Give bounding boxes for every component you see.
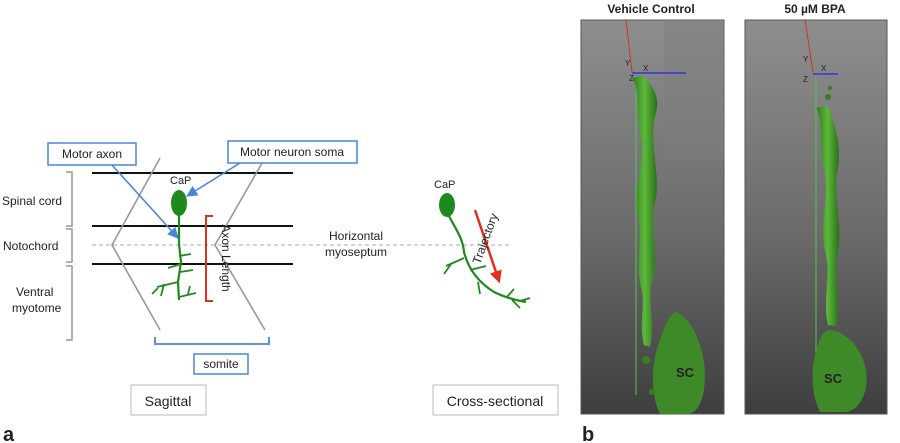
cap-axon-branches (151, 253, 197, 298)
motor-neuron-soma-callout-label: Motor neuron soma (240, 145, 344, 159)
spinal-cord-bracket (66, 171, 73, 227)
bpa-spinal-cord-mass (812, 330, 867, 412)
somite-boundary-left (111, 157, 161, 331)
cap-soma (171, 190, 187, 216)
ventral-myotome-bracket (66, 265, 73, 341)
bpa-image: Y X Z SC (744, 19, 888, 415)
cross-cap-axon-branches (443, 257, 531, 309)
vc-spinal-cord-mass (652, 312, 705, 414)
vc-y-axis-label: Y (625, 59, 631, 68)
notochord-bracket (66, 228, 73, 263)
somite-bracket (154, 337, 270, 345)
motor-neuron-soma-callout-box (227, 140, 358, 164)
motor-axon-callout-box (47, 142, 137, 166)
ventral-label-line1: Ventral (16, 285, 53, 299)
vc-sc-label: SC (676, 365, 695, 380)
panel-a: Spinal cord Notochord Ventral myotome Mo… (2, 140, 559, 443)
panel-b: Vehicle Control 50 µM BPA Y X Z SC Y X (580, 2, 888, 443)
cross-sectional-box (432, 384, 559, 416)
horizontal-myoseptum-label-line2: myoseptum (325, 245, 387, 259)
bpa-title: 50 µM BPA (784, 2, 846, 16)
cap-label: CaP (170, 175, 191, 187)
vehicle-control-image: Y X Z SC (580, 19, 725, 415)
bpa-axon-structure (816, 106, 840, 326)
bpa-y-axis-label: Y (803, 55, 809, 64)
horizontal-myoseptum-label-line1: Horizontal (329, 229, 383, 243)
trajectory-label: Trajectory (470, 211, 501, 266)
cross-cap-axon (448, 215, 527, 304)
motor-axon-arrow (111, 164, 179, 239)
somite-boundary-right (214, 157, 266, 331)
cross-sectional-label: Cross-sectional (447, 393, 543, 409)
panel-b-letter: b (582, 424, 594, 443)
motor-neuron-soma-arrow (186, 162, 241, 197)
sagittal-label: Sagittal (145, 393, 192, 409)
axon-length-label: Axon Length (219, 224, 233, 291)
somite-label: somite (203, 357, 239, 371)
vc-z-axis-label: Z (629, 74, 634, 83)
sagittal-box (130, 384, 207, 416)
cap-axon (176, 215, 183, 301)
notochord-label: Notochord (3, 239, 58, 253)
motor-axon-callout-label: Motor axon (62, 147, 122, 161)
bpa-x-axis-label: X (821, 64, 827, 73)
ventral-label-line2: myotome (12, 301, 62, 315)
vc-y-axis-line (625, 19, 633, 73)
vc-axon-structure (632, 76, 658, 347)
bpa-z-axis-label: Z (803, 75, 808, 84)
panel-a-letter: a (3, 424, 15, 443)
axon-length-bracket (205, 215, 213, 302)
spinal-cord-label: Spinal cord (2, 194, 62, 208)
vehicle-control-title: Vehicle Control (607, 2, 694, 16)
cross-cap-soma (439, 193, 455, 217)
trajectory-arrow (473, 209, 502, 284)
somite-box (193, 353, 249, 375)
bpa-sc-label: SC (824, 371, 843, 386)
cross-cap-label: CaP (434, 179, 455, 191)
bpa-y-axis-line (804, 19, 814, 73)
vc-x-axis-label: X (643, 64, 649, 73)
